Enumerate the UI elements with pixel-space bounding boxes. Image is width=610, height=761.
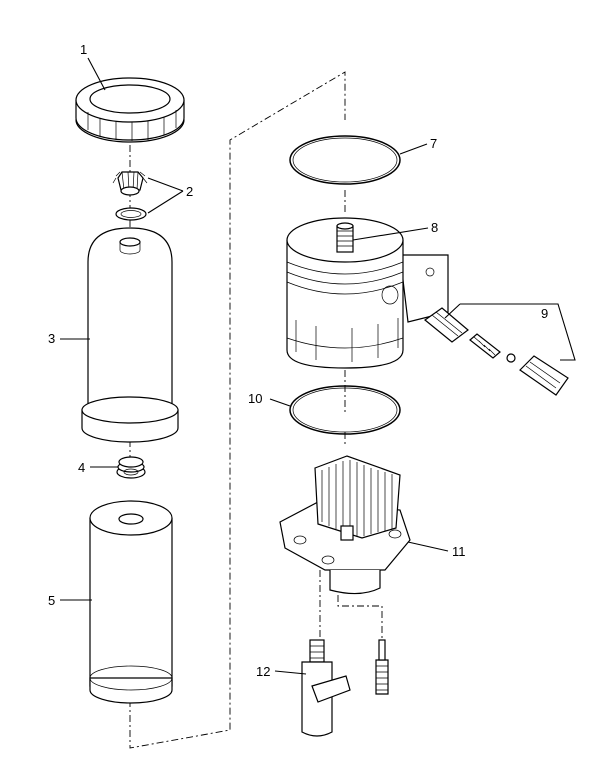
callout-4: 4 xyxy=(78,460,85,475)
part-3-filter-housing xyxy=(81,227,179,443)
part-1-ring-nut xyxy=(75,77,185,143)
callout-5: 5 xyxy=(48,593,55,608)
part-5-filter-element xyxy=(89,500,173,704)
callout-8: 8 xyxy=(431,220,438,235)
callout-3: 3 xyxy=(48,331,55,346)
callout-1: 1 xyxy=(80,42,87,57)
callout-9: 9 xyxy=(541,306,548,321)
part-9-relief-valve-kit xyxy=(424,307,569,396)
callout-2: 2 xyxy=(186,184,193,199)
callout-12: 12 xyxy=(256,664,270,679)
callout-7: 7 xyxy=(430,136,437,151)
part-4-spring xyxy=(116,456,146,479)
callout-leader-lines xyxy=(60,57,576,675)
callout-10: 10 xyxy=(248,391,262,406)
part-2-valve-and-seal xyxy=(112,171,148,221)
part-10-o-ring xyxy=(289,385,401,435)
callout-11: 11 xyxy=(452,544,466,559)
part-8-filter-head xyxy=(286,217,449,369)
part-12-drain-valve xyxy=(301,639,389,737)
callout-labels: 1 2 3 4 5 7 8 9 10 11 12 xyxy=(48,42,548,679)
part-11-base-assembly xyxy=(279,455,411,595)
part-7-o-ring xyxy=(289,135,401,185)
